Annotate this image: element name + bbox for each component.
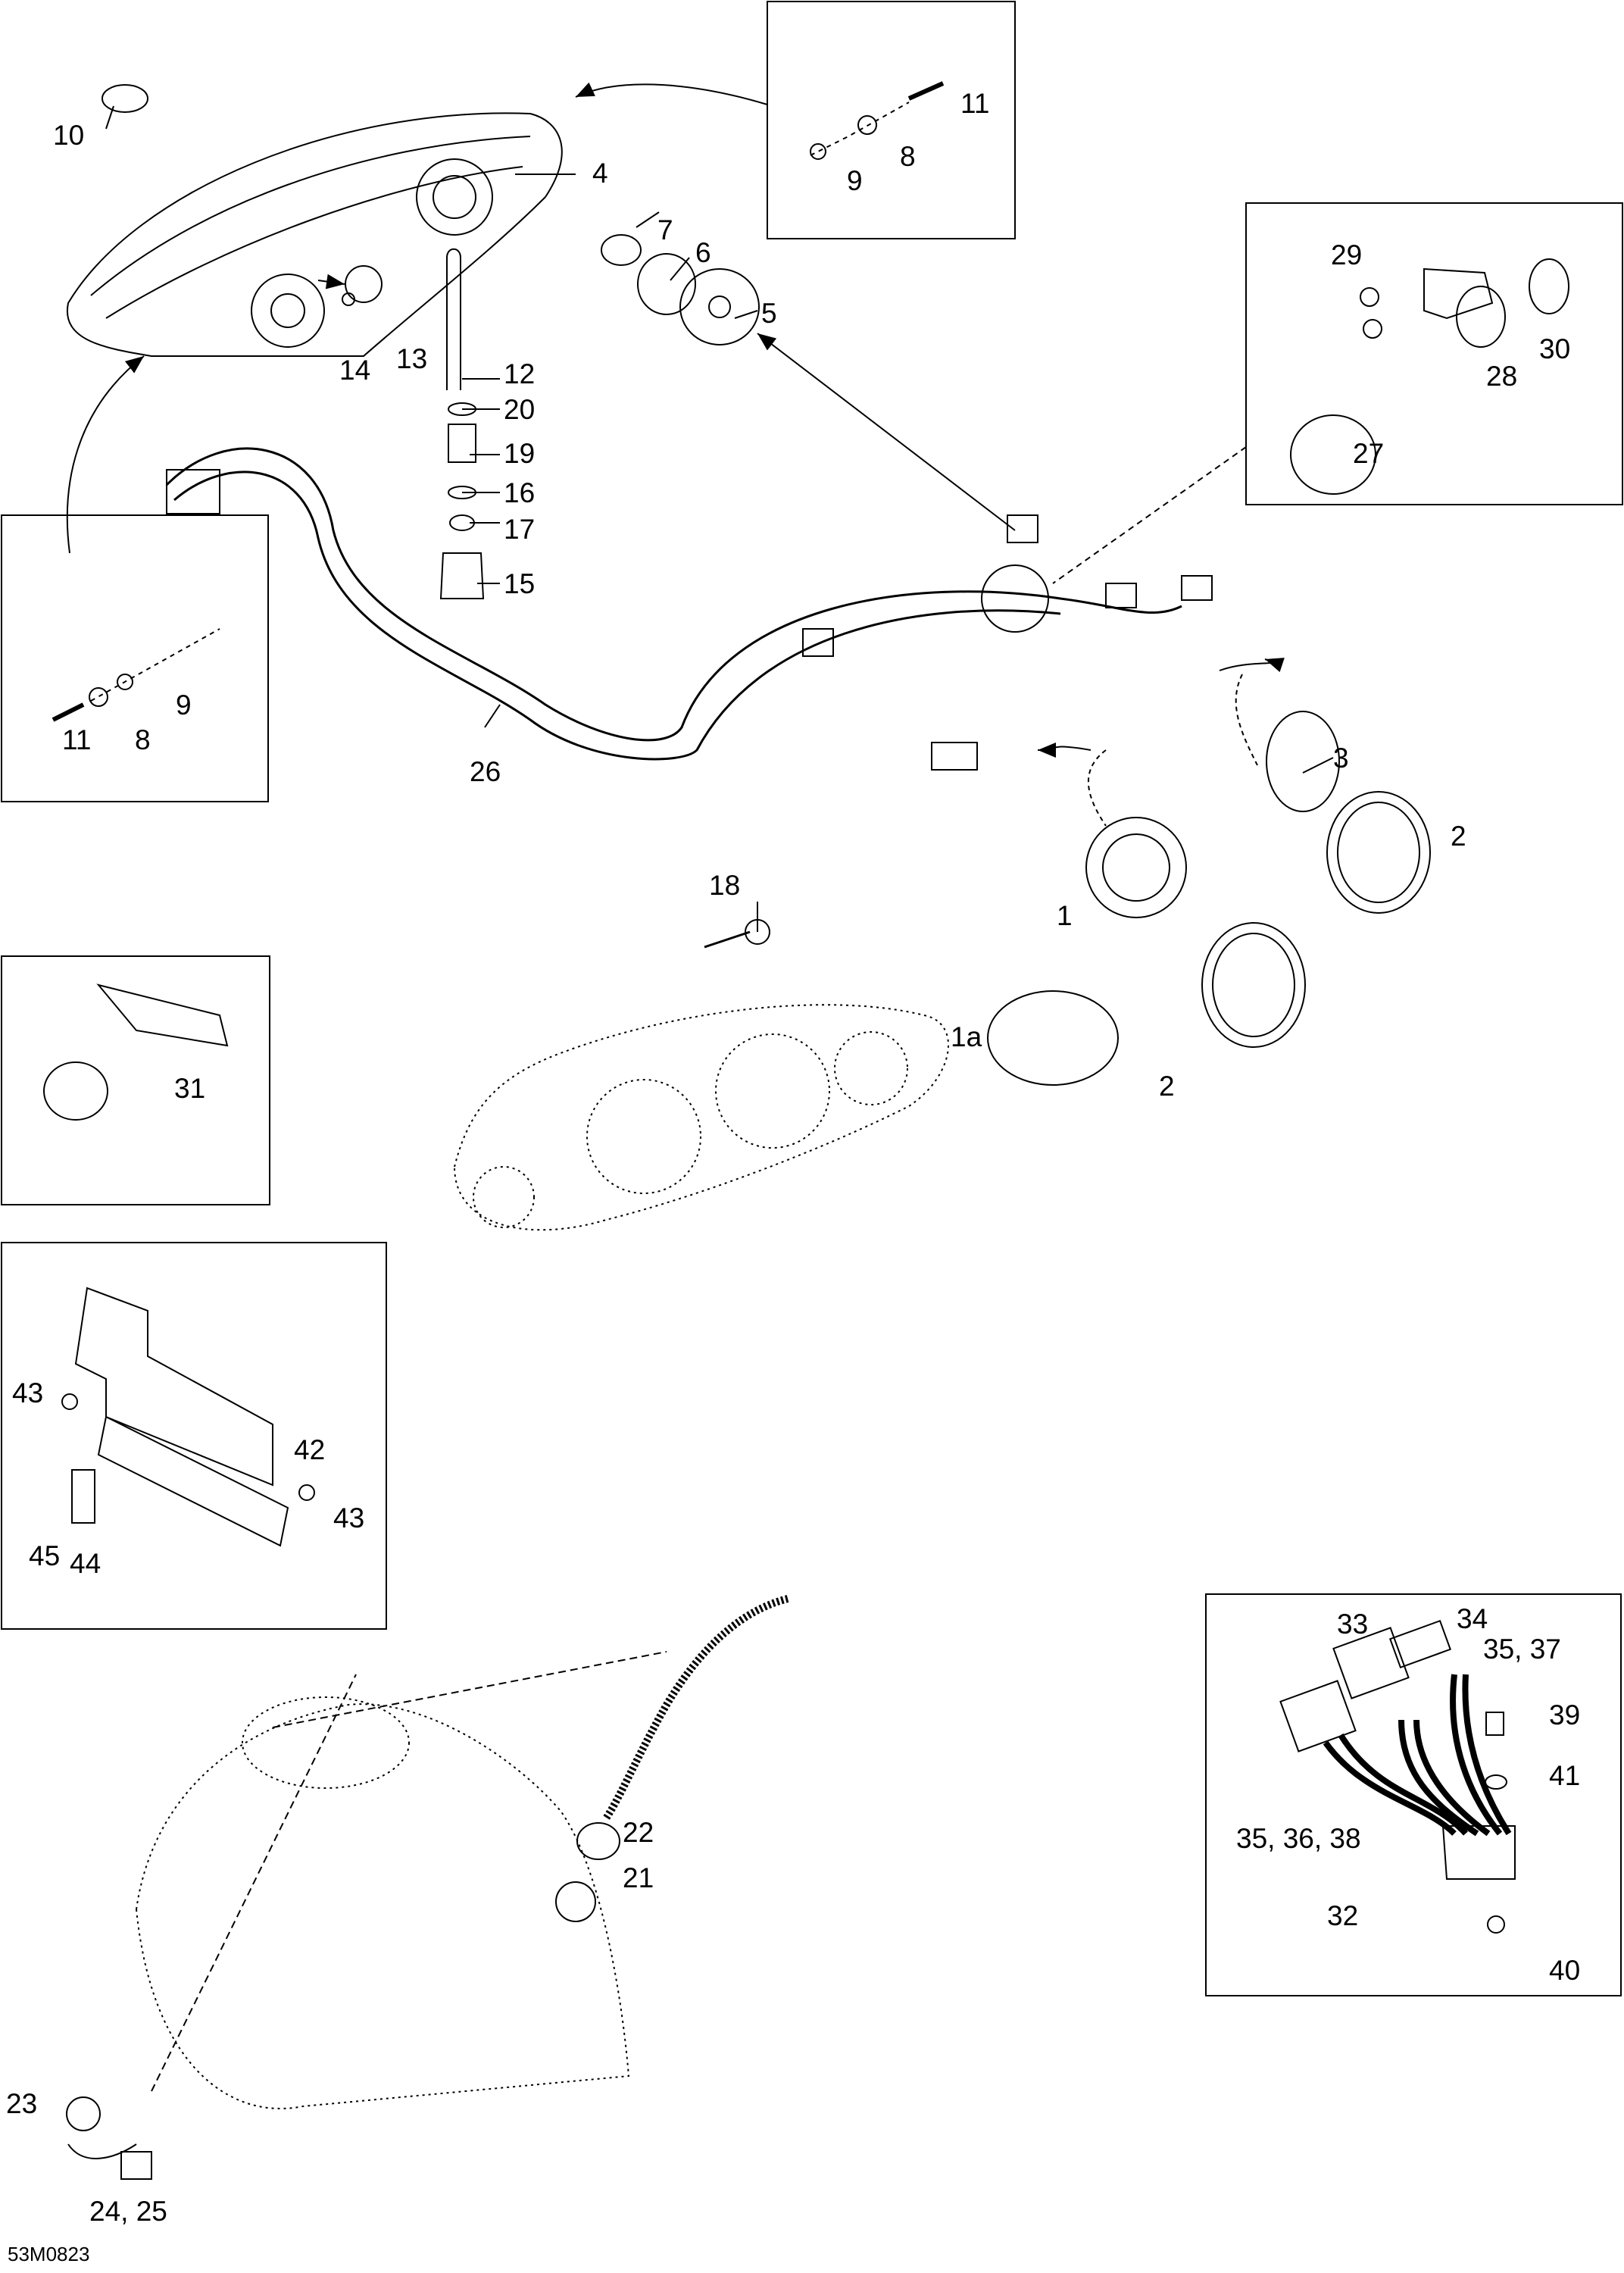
callout-22: 22: [623, 1817, 654, 1848]
callout-1a: 1a: [951, 1021, 982, 1052]
box3-callout-30: 30: [1539, 333, 1571, 364]
callout-13: 13: [396, 343, 428, 374]
box6-callout-39: 39: [1549, 1699, 1581, 1731]
box5-callout-43-left: 43: [12, 1377, 44, 1409]
drawing-code: 53M0823: [8, 2243, 90, 2265]
callout-5: 5: [761, 298, 777, 329]
regulator-box: [1205, 1593, 1622, 1996]
box6-callout-41: 41: [1549, 1760, 1581, 1791]
callout-3: 3: [1333, 743, 1349, 774]
callout-18: 18: [709, 870, 741, 901]
bracket-box: [1, 1242, 387, 1630]
clip-part: [102, 84, 148, 113]
box6-callout-33: 33: [1337, 1609, 1369, 1640]
callout-2-lower: 2: [1159, 1071, 1175, 1102]
box6-callout-34: 34: [1457, 1603, 1488, 1634]
callout-10: 10: [53, 120, 85, 151]
box3-callout-27: 27: [1353, 438, 1385, 469]
box1-callout-8: 8: [900, 141, 916, 172]
box5-callout-42: 42: [294, 1434, 326, 1465]
box4-callout-31: 31: [174, 1073, 206, 1104]
callout-20: 20: [504, 394, 536, 425]
callout-21: 21: [623, 1862, 654, 1893]
box2-callout-9: 9: [176, 689, 192, 721]
box6-callout-35-36-38: 35, 36, 38: [1236, 1823, 1361, 1854]
box1-callout-11: 11: [960, 88, 990, 119]
callout-23: 23: [6, 2088, 38, 2119]
box5-callout-43-right: 43: [333, 1502, 365, 1534]
callout-24-25: 24, 25: [89, 2196, 167, 2227]
callout-1: 1: [1057, 900, 1073, 931]
box6-callout-32: 32: [1327, 1900, 1359, 1931]
callout-6: 6: [695, 237, 711, 268]
box6-callout-40: 40: [1549, 1955, 1581, 1986]
callout-2-upper: 2: [1451, 821, 1466, 852]
box5-callout-44: 44: [70, 1548, 102, 1579]
left-fasteners-box: [1, 514, 269, 802]
headlamp-fasteners-box: [767, 1, 1016, 239]
callout-26: 26: [470, 756, 501, 787]
callout-12: 12: [504, 358, 536, 389]
callout-4: 4: [592, 158, 608, 189]
box1-callout-9: 9: [847, 165, 863, 196]
box3-callout-29: 29: [1331, 239, 1363, 270]
relay-box: [1, 955, 270, 1205]
callout-7: 7: [657, 214, 673, 245]
box2-callout-8: 8: [135, 724, 151, 755]
callout-17: 17: [504, 514, 536, 545]
box5-callout-45: 45: [29, 1540, 61, 1571]
callout-15: 15: [504, 568, 536, 599]
sender-box: [1245, 202, 1623, 505]
callout-19: 19: [504, 438, 536, 469]
headlamp-assembly: [66, 112, 563, 357]
callout-16: 16: [504, 477, 536, 508]
box6-callout-35-37: 35, 37: [1483, 1634, 1561, 1665]
callout-14: 14: [339, 355, 371, 386]
box2-callout-11: 11: [62, 724, 92, 755]
box3-callout-28: 28: [1486, 361, 1518, 392]
